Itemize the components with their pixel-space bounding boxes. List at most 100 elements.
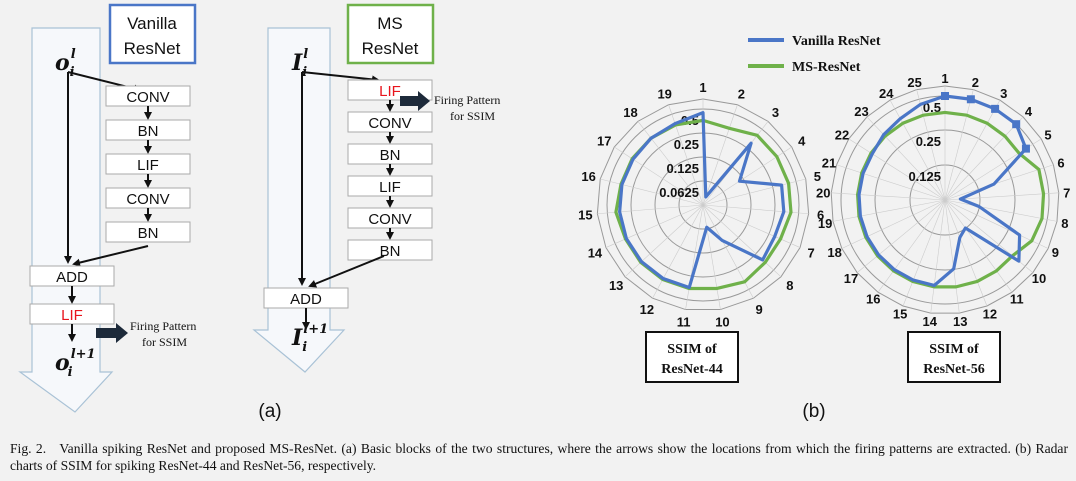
ms-shortcut-outline	[252, 27, 346, 373]
radar-spoke	[702, 204, 721, 310]
radar-spoke	[831, 192, 946, 201]
radar-axis-label: 2	[972, 75, 979, 90]
radar-series-vanilla	[618, 111, 786, 290]
radar-spoke	[930, 199, 946, 314]
vanilla-firing-arrow-icon	[96, 323, 128, 343]
radar-axis-label: 2	[738, 86, 745, 101]
radar-axis-label: 3	[1000, 86, 1007, 101]
radar-axis-label: 5	[814, 169, 821, 184]
panel-b-label: (b)	[802, 401, 825, 422]
radar-axis-label: 7	[1063, 185, 1070, 200]
vanilla-block-label: LIF	[137, 157, 159, 174]
radar-legend: Vanilla ResNet MS-ResNet	[748, 34, 881, 75]
vanilla-title-box	[108, 3, 197, 65]
radar-axis-label: 20	[816, 185, 830, 200]
ms-block-label: BN	[380, 147, 401, 164]
radar-spoke	[614, 146, 704, 206]
ms-block-label: LIF	[379, 179, 401, 196]
radar-axis-label: 8	[786, 278, 793, 293]
radar-axis-label: 9	[756, 302, 763, 317]
radar-spoke	[944, 199, 1058, 222]
radar-ring-label: 0.125	[908, 169, 941, 184]
radar-axis-label: 6	[817, 208, 824, 223]
radar-axis-label: 4	[798, 133, 806, 148]
radar-spoke	[944, 199, 988, 307]
ms-block-label: CONV	[368, 211, 411, 228]
radar-axis-label: 6	[1057, 155, 1064, 170]
radar-point-marker	[991, 104, 1000, 113]
radar-spoke	[944, 199, 960, 314]
radar-point-marker	[966, 95, 975, 104]
radar-axis-label: 24	[879, 86, 894, 101]
vanilla-block-label: CONV	[126, 191, 169, 208]
radar-spoke	[944, 164, 1054, 201]
radar-ring-label: 1	[934, 0, 941, 3]
radar-spoke	[605, 204, 704, 248]
figure-caption: Fig. 2. Vanilla spiking ResNet and propo…	[10, 440, 1068, 474]
radar-spoke	[916, 89, 946, 201]
radar-spoke	[652, 204, 704, 299]
radar1-caption-1: SSIM of	[667, 342, 717, 357]
caption-text: Vanilla spiking ResNet and proposed MS-R…	[10, 441, 1068, 473]
vanilla-title-line2: ResNet	[124, 39, 181, 58]
radar-chart-resnet56: 0.1250.250.51123456789101112131415161718…	[816, 0, 1070, 329]
radar-axis-label: 7	[807, 245, 814, 260]
ms-block-box	[347, 239, 433, 261]
radar-ring-label: 0.0625	[659, 185, 699, 200]
ms-title-line1: MS	[377, 14, 403, 33]
radar1-caption-box	[645, 331, 739, 383]
radar-spoke	[944, 199, 1013, 293]
radar-axis-label: 11	[677, 314, 691, 329]
radar-axis-label: 5	[1044, 128, 1051, 143]
radar-spoke	[832, 199, 946, 222]
radar-axis-label: 16	[581, 169, 595, 184]
radar-axis-label: 3	[772, 105, 779, 120]
radar-axis-label: 12	[983, 306, 997, 321]
radar-axis-label: 9	[1052, 245, 1059, 260]
radar-axis-label: 18	[827, 245, 841, 260]
ms-title-box	[346, 3, 435, 65]
radar-axis-label: 18	[623, 105, 637, 120]
radar-spoke	[841, 199, 946, 249]
radar-spoke	[597, 204, 704, 215]
ms-firing-text-2: for SSIM	[450, 109, 495, 123]
legend-ms: MS-ResNet	[792, 60, 861, 75]
radar-axis-label: 8	[1061, 216, 1068, 231]
radar-spoke	[624, 204, 704, 278]
ms-firing-arrow-icon	[400, 91, 430, 111]
radar-ring-label: 0.25	[916, 134, 941, 149]
radar-axis-label: 15	[893, 306, 907, 321]
radar-axis-label: 17	[597, 133, 611, 148]
radar-spoke	[902, 199, 946, 307]
radar-spoke	[668, 104, 704, 206]
radar-axis-label: 22	[835, 128, 849, 143]
radar-ring-label: 0.25	[674, 137, 699, 152]
radar2-caption-1: SSIM of	[929, 342, 979, 357]
radar-axis-label: 19	[657, 86, 671, 101]
radar-frame	[596, 98, 810, 311]
radar-ring-label: 0.5	[923, 100, 941, 115]
ms-block-label: BN	[380, 243, 401, 260]
radar-axis-label: 1	[699, 80, 706, 95]
ms-add-label: ADD	[290, 291, 322, 308]
radar-axis-label: 13	[953, 314, 967, 329]
vanilla-final-lif-label: LIF	[61, 307, 83, 324]
radar-axis-label: 19	[818, 216, 832, 231]
radar-axis-label: 10	[715, 314, 729, 329]
radar1-caption-2: ResNet-44	[661, 362, 722, 377]
radar-axis-label: 16	[866, 292, 880, 307]
vanilla-firing-text-2: for SSIM	[142, 335, 187, 349]
radar-spoke	[944, 99, 1001, 201]
panel-a-label: (a)	[258, 401, 281, 422]
radar-spoke	[685, 204, 704, 310]
radar-axis-label: 17	[844, 271, 858, 286]
radar-spoke	[866, 116, 946, 201]
radar-spoke	[637, 121, 704, 206]
radar-axis-label: 21	[822, 155, 836, 170]
vanilla-block-label: BN	[138, 225, 159, 242]
radar-point-marker	[1012, 120, 1021, 129]
